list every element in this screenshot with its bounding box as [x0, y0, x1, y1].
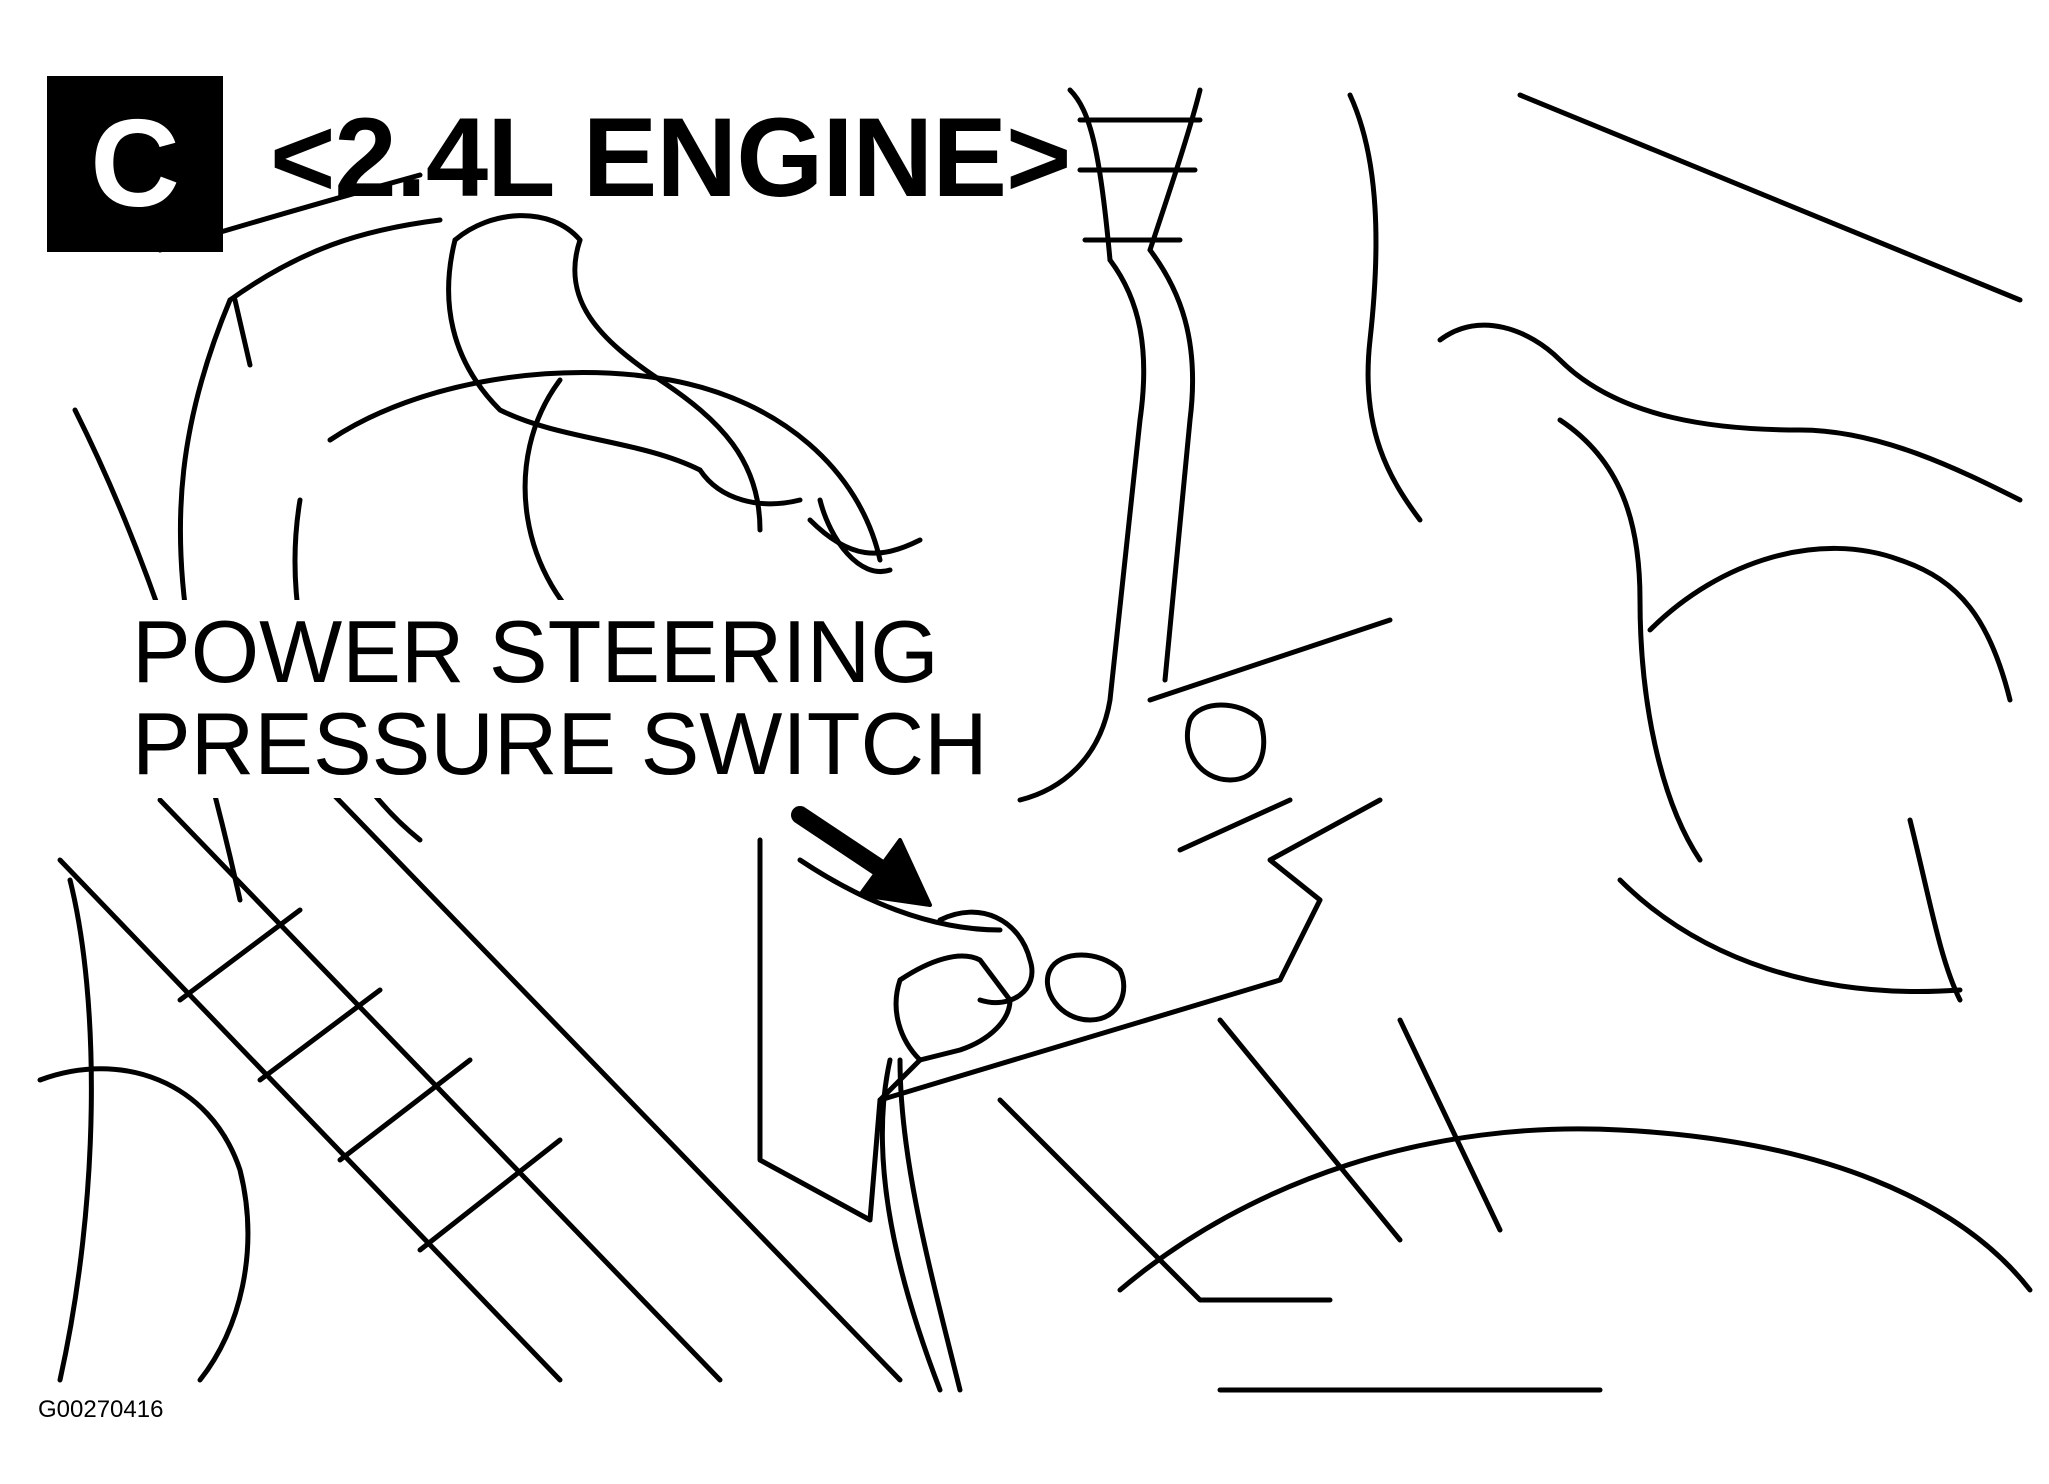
pipe-right: [1147, 247, 1196, 683]
lower-frame-3: [1397, 1017, 1503, 1233]
belt-cross-4: [417, 1137, 563, 1253]
hose-clamp-right: [807, 517, 923, 556]
block-lower-edge: [1617, 877, 1963, 995]
hose-end: [817, 497, 893, 574]
block-arc-large: [1647, 546, 2013, 703]
upper-hose-top: [452, 213, 583, 243]
figure-id: G00270416: [38, 1396, 164, 1423]
block-bottom-arc: [1117, 1126, 2033, 1293]
belt-cross-2: [257, 987, 383, 1083]
lower-frame-2: [1217, 1017, 1403, 1243]
bracket-bolt: [1044, 952, 1127, 1023]
callout-arrow-head: [858, 838, 932, 907]
belt-cross-3: [337, 1057, 473, 1163]
switch-connector: [893, 953, 1013, 1063]
bracket-plate: [797, 857, 1003, 933]
belt-line-2: [157, 797, 723, 1383]
pipe-top-left: [1067, 87, 1113, 263]
block-curve-right: [1557, 417, 1703, 863]
block-side: [1907, 817, 1963, 1003]
lower-rim: [57, 877, 94, 1383]
mount-bolt: [1184, 702, 1267, 783]
pipe-cap: [1077, 117, 1203, 243]
left-arc-upper: [227, 217, 443, 303]
callout-line-1: POWER STEERING: [132, 602, 939, 701]
component-callout: POWER STEERING PRESSURE SWITCH: [128, 600, 998, 798]
pulley-outer: [327, 370, 883, 563]
lower-frame-1: [997, 1097, 1333, 1303]
lower-pulley: [37, 1066, 251, 1383]
engine-title: <2.4L ENGINE>: [270, 95, 1071, 220]
belt-cross-1: [177, 907, 303, 1003]
switch-nut: [937, 909, 1035, 1006]
switch-wire-1: [879, 1057, 943, 1393]
hose-clamp-left: [697, 467, 803, 507]
left-bracket: [232, 297, 253, 368]
block-wave: [1437, 322, 2023, 503]
callout-line-2: PRESSURE SWITCH: [132, 694, 988, 793]
pipe-top-right: [1147, 87, 1203, 253]
belt-line-1: [57, 857, 563, 1383]
bracket-arm-2: [1177, 797, 1293, 853]
upper-hose-right: [572, 237, 763, 533]
belt-line-3: [297, 757, 903, 1383]
block-top-edge: [1517, 92, 2023, 303]
bracket-outline: [757, 797, 1383, 1223]
left-frame-curve: [177, 297, 233, 643]
section-badge: C: [47, 76, 223, 252]
switch-wire-2: [897, 1057, 963, 1393]
block-left-edge: [1347, 92, 1423, 523]
pipe-left: [1017, 257, 1147, 803]
section-letter: C: [90, 95, 180, 233]
upper-hose-left: [446, 237, 703, 473]
bracket-arm: [1147, 617, 1393, 703]
